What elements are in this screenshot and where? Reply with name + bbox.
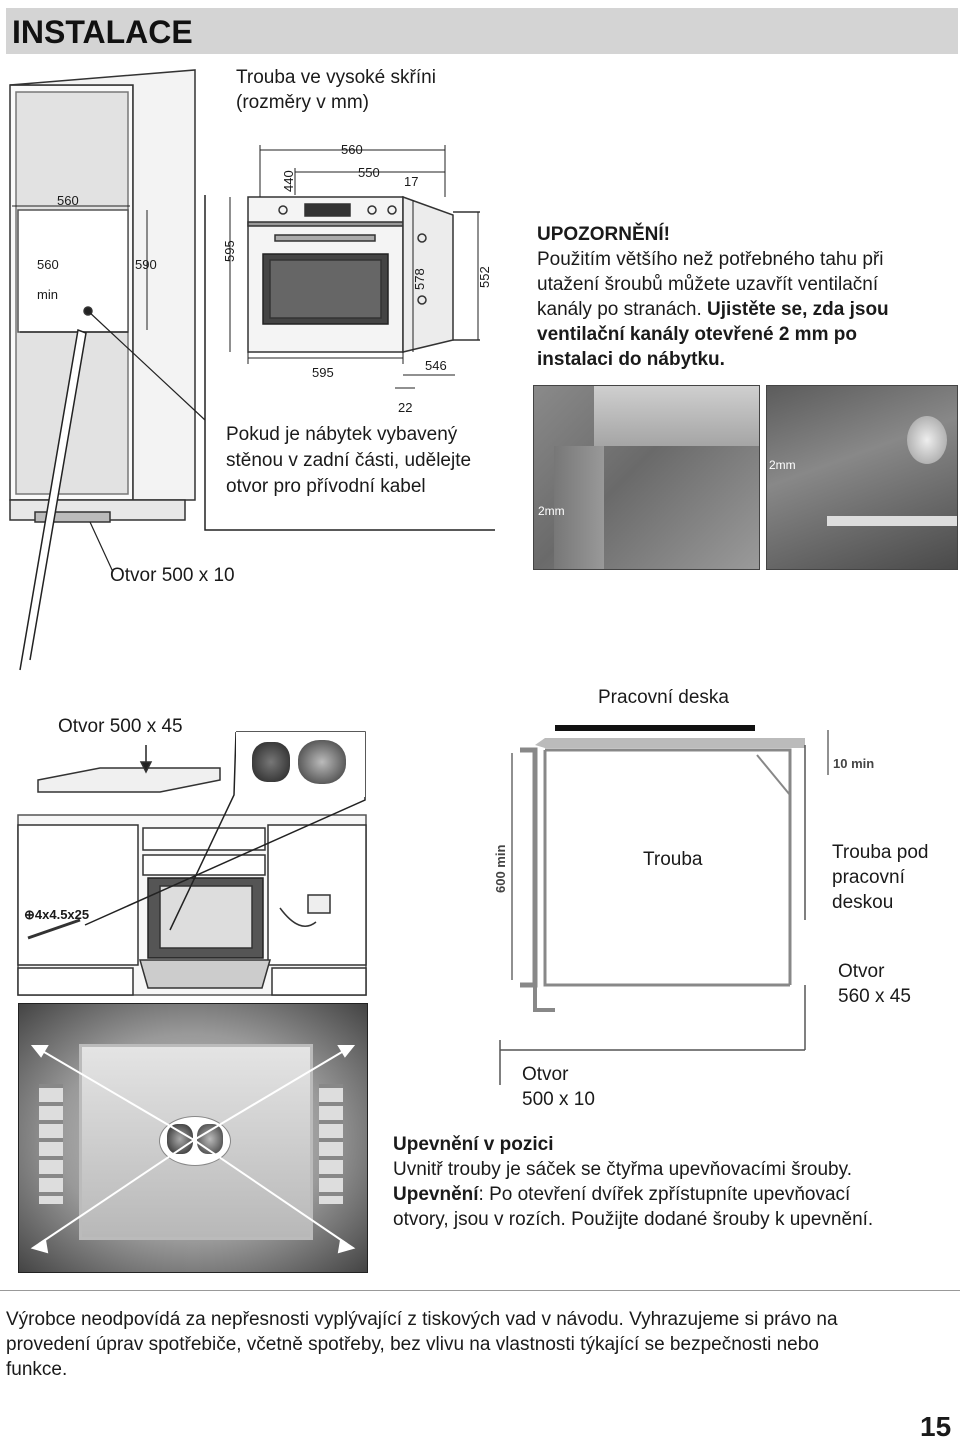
warning-bold-2: ventilační kanály otevřené 2 mm po — [537, 324, 857, 345]
under-counter-label-2: pracovní — [832, 867, 905, 888]
dim-600-min: 600 min — [493, 844, 508, 893]
disclaimer-line-3: funkce. — [6, 1359, 68, 1380]
tall-cabinet-drawing — [9, 69, 196, 523]
under-counter-label-3: deskou — [832, 892, 894, 913]
page-title: INSTALACE — [12, 14, 193, 50]
dim-440: 440 — [281, 170, 296, 192]
opening-500x10-label-1: Otvor — [522, 1064, 569, 1085]
fixing-arrows — [30, 1045, 356, 1254]
under-counter-drawing — [17, 731, 367, 996]
warning-line-2: utažení šroubů můžete uzavřít ventilační — [537, 274, 879, 295]
opening-500x10-label-2: 500 x 10 — [522, 1089, 595, 1110]
opening-560-label-2: 560 x 45 — [838, 986, 911, 1007]
dim-578: 578 — [412, 268, 427, 290]
oven-front-drawing — [247, 195, 480, 353]
warning-bold-1: Ujistěte se, zda jsou — [707, 299, 889, 320]
fixing-title: Upevnění v pozici — [393, 1134, 554, 1155]
warning-line-3: kanály po stranách. Ujistěte se, zda jso… — [537, 299, 889, 320]
cabinet-caption-1: Trouba ve vysoké skříni — [236, 67, 436, 88]
dim-550: 550 — [358, 165, 380, 180]
dim-min: min — [37, 287, 58, 302]
under-counter-label-1: Trouba pod — [832, 842, 929, 863]
opening-500x45: Otvor 500 x 45 — [58, 716, 183, 737]
dim-560-depth: 560 — [37, 257, 59, 272]
footer-divider — [0, 1290, 960, 1291]
oven-interior-photo — [18, 1003, 368, 1273]
dim-595-left: 595 — [222, 240, 237, 262]
vent-gap-photo-left: 2mm — [533, 385, 760, 570]
warning-line-1: Použitím většího než potřebného tahu při — [537, 249, 884, 270]
vent-gap-photo-right: 2mm — [766, 385, 958, 570]
screw-plugs-photo — [236, 732, 365, 797]
dim-22: 22 — [398, 400, 413, 415]
cabinet-caption-2: (rozměry v mm) — [236, 92, 369, 113]
dim-560: 560 — [341, 142, 363, 157]
warning-title: UPOZORNĚNÍ! — [537, 224, 670, 245]
dim-17: 17 — [404, 174, 419, 189]
dim-10-min: 10 min — [833, 756, 875, 771]
dim-546: 546 — [425, 358, 447, 373]
oven-label: Trouba — [643, 849, 703, 870]
dim-590: 590 — [135, 257, 157, 272]
gap-label-1: 2mm — [538, 504, 565, 518]
dim-552: 552 — [477, 266, 492, 288]
fixing-line-3: otvory, jsou v rozích. Použijte dodané š… — [393, 1209, 874, 1230]
fixing-line-1: Uvnitř trouby je sáček se čtyřma upevňov… — [393, 1159, 852, 1180]
fixing-line-2: Upevnění: Po otevření dvířek zpřístupnít… — [393, 1184, 851, 1205]
dim-560-top: 560 — [57, 193, 79, 208]
opening-560-label-1: Otvor — [838, 961, 885, 982]
cable-note-2: stěnou v zadní části, udělejte — [226, 450, 472, 471]
dim-595: 595 — [312, 365, 334, 380]
disclaimer-line-2: provedení úprav spotřebiče, včetně spotř… — [6, 1334, 819, 1355]
disclaimer-line-1: Výrobce neodpovídá za nepřesnosti vyplýv… — [6, 1309, 838, 1330]
opening-500x10-top: Otvor 500 x 10 — [110, 565, 235, 586]
section-header: INSTALACE — [6, 8, 958, 54]
worktop-section-drawing — [499, 725, 829, 1085]
cable-note-1: Pokud je nábytek vybavený — [226, 424, 458, 445]
screw-size-label: ⊕4x4.5x25 — [24, 907, 90, 922]
page-number: 15 — [920, 1411, 952, 1442]
warning-bold-3: instalaci do nábytku. — [537, 349, 725, 370]
gap-label-2: 2mm — [769, 458, 796, 472]
worktop-label: Pracovní deska — [598, 687, 729, 708]
cable-note-3: otvor pro přívodní kabel — [226, 476, 426, 497]
